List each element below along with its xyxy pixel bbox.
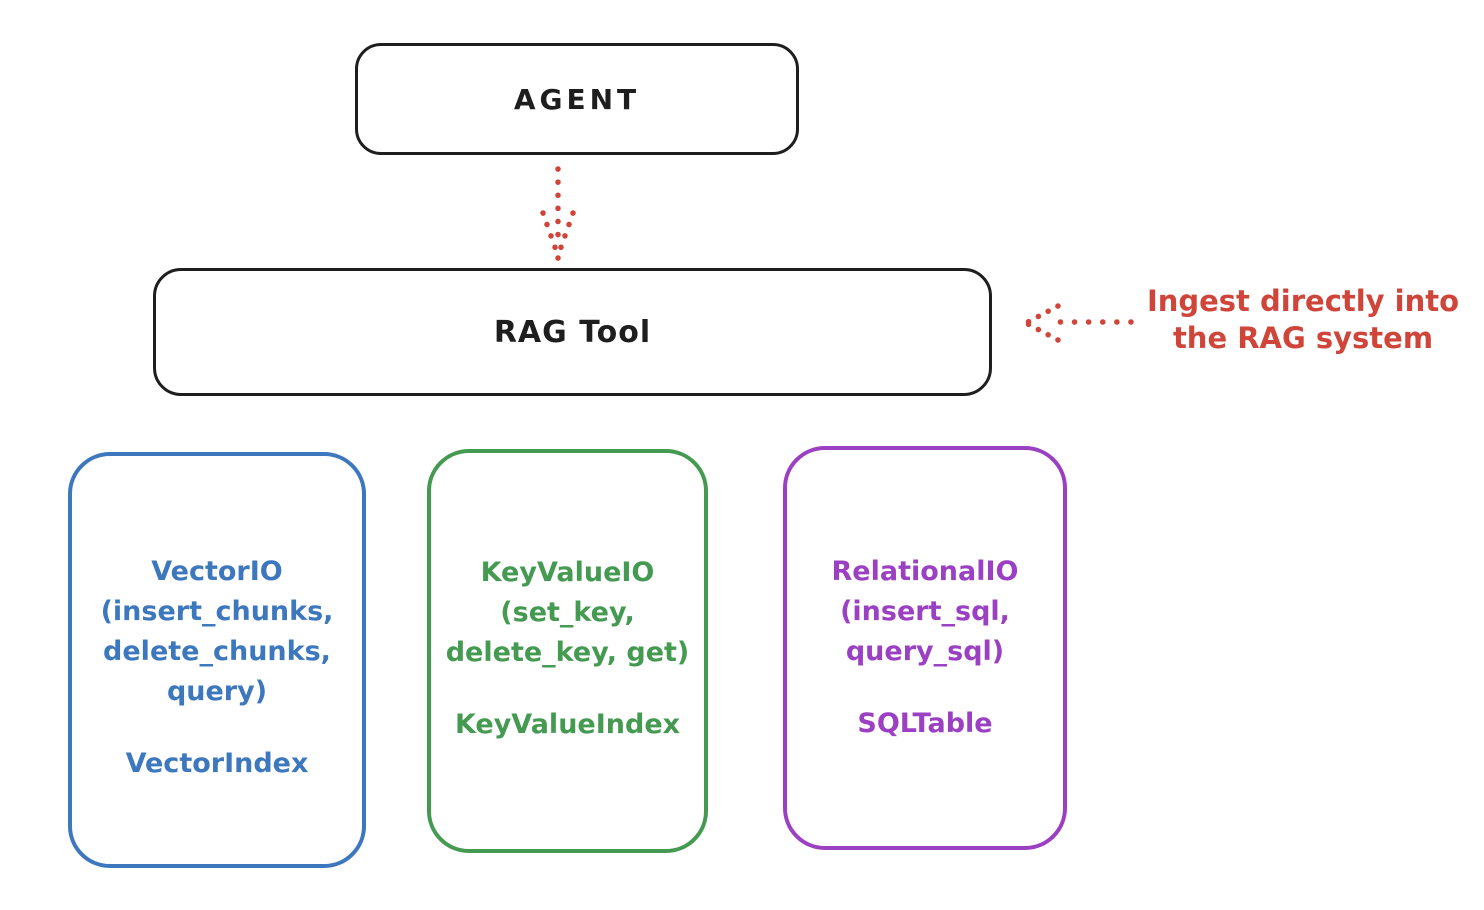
dotted-arrow-agent-to-rag-tool <box>540 166 576 261</box>
backend-title-line: (insert_sql, <box>840 596 1010 627</box>
backend-title-line: KeyValueIO <box>480 557 655 588</box>
ingest-annotation-line2: the RAG system <box>1172 321 1434 355</box>
agent-label: AGENT <box>513 82 641 116</box>
agent-node: AGENT <box>355 43 799 155</box>
backend-title-line: VectorIO <box>151 556 283 587</box>
backend-title-line: delete_chunks, <box>103 636 331 667</box>
backend-title-line: RelationalIO <box>831 556 1019 587</box>
backend-index-label: VectorIndex <box>125 748 309 779</box>
backend-box-relationalio: RelationalIO (insert_sql, query_sql) SQL… <box>783 446 1067 850</box>
ingest-annotation: Ingest directly into the RAG system <box>1125 283 1481 357</box>
backend-title-line: query) <box>166 676 268 707</box>
backend-title-line: (insert_chunks, <box>100 596 334 627</box>
backend-index-label: SQLTable <box>857 708 993 739</box>
backend-box-keyvalueio: KeyValueIO (set_key, delete_key, get) Ke… <box>427 449 708 853</box>
rag-tool-label: RAG Tool <box>493 314 652 350</box>
backend-box-vectorio: VectorIO (insert_chunks, delete_chunks, … <box>68 452 366 868</box>
backend-title-line: query_sql) <box>845 636 1005 667</box>
dotted-arrow-ingest-to-rag-tool <box>1023 303 1134 343</box>
rag-tool-node: RAG Tool <box>153 268 992 396</box>
backend-title-line: delete_key, get) <box>445 637 690 668</box>
ingest-annotation-line1: Ingest directly into <box>1146 284 1460 318</box>
backend-title-line: (set_key, <box>500 597 635 628</box>
backend-index-label: KeyValueIndex <box>454 709 681 740</box>
